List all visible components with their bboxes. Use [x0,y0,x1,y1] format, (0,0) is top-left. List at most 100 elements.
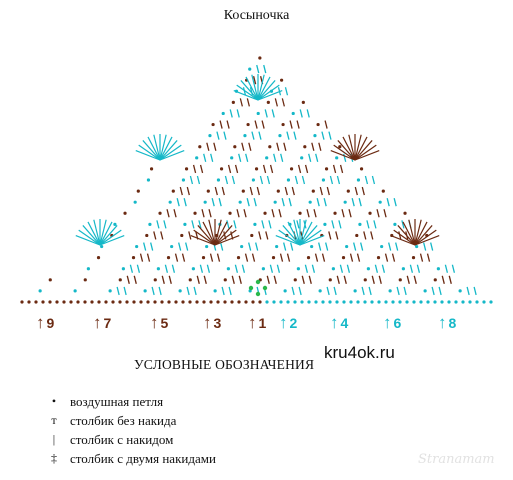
chain-stitch [216,178,221,182]
chain-stitch [384,300,388,304]
chain-stitch [368,211,372,215]
double-crochet-stitch [282,225,301,246]
double-crochet-stitch [186,186,190,196]
double-crochet-stitch [159,134,167,161]
double-crochet-stitch [259,175,264,185]
chain-stitch [341,256,346,260]
chain-stitch [331,267,335,271]
double-crochet-stitch [361,186,365,196]
double-crochet-stitch [150,242,154,251]
chain-stitch [170,244,174,249]
chain-stitch [458,289,462,293]
double-crochet-stitch [348,134,356,161]
double-crochet-stitch [354,186,358,196]
double-crochet-stitch [153,231,157,240]
double-crochet-stitch [354,144,377,161]
double-crochet-stitch [409,264,414,273]
chain-stitch [293,300,297,304]
double-crochet-stitch [99,221,113,246]
double-crochet-stitch [370,231,374,240]
chain-stitch [398,278,402,282]
legend-item-treble-crochet: ‡ столбик с двумя накидами [38,449,216,468]
double-crochet-stitch [263,64,267,74]
chain-stitch [198,145,202,149]
chain-stitch [226,267,230,271]
double-crochet-stitch [371,275,375,284]
chain-stitch [188,278,192,282]
double-crochet-stitch [336,275,340,284]
double-crochet-stitch [328,231,332,240]
double-crochet-stitch [338,220,342,229]
chain-stitch [48,278,52,282]
double-crochet-stitch [201,209,205,218]
double-crochet-stitch [228,286,232,296]
double-crochet-stitch [408,219,416,246]
double-crochet-stitch [414,219,422,246]
chain-stitch [293,278,297,282]
double-crochet-stitch [171,264,176,273]
chain-stitch [401,267,405,271]
chain-stitch [321,300,325,304]
chain-stitch [223,278,227,282]
chain-stitch [108,289,112,293]
double-crochet-stitch [138,144,161,161]
double-crochet-stitch [414,225,433,246]
double-crochet-stitch [281,98,285,107]
chain-stitch [83,278,87,282]
chain-stitch [461,300,465,304]
chain-stitch [83,300,87,304]
chain-stitch [301,100,305,104]
double-crochet-stitch [174,253,179,262]
double-crochet-stitch [330,150,356,161]
chain-stitch [308,200,312,204]
row-label-4: ↑4 [330,313,349,332]
double-crochet-stitch [287,221,301,246]
chain-stitch [146,178,151,182]
chain-stitch [381,189,385,193]
double-crochet-stitch [196,275,200,284]
chain-stitch [256,111,260,116]
chain-stitch [489,300,493,304]
double-crochet-stitch [290,242,294,251]
double-crochet-stitch [179,186,183,196]
double-crochet-stitch [349,253,354,262]
chain-stitch [303,145,307,149]
double-crochet-stitch [233,90,259,101]
double-crochet-stitch [391,253,396,262]
double-crochet-stitch [197,225,216,246]
double-crochet-stitch [284,186,288,196]
chain-stitch [213,289,217,293]
chain-stitch [419,300,423,304]
chain-stitch [366,267,370,271]
chain-stitch [111,300,115,304]
chain-stitch [97,300,101,304]
chain-stitch [228,211,232,215]
chain-stitch [238,200,242,204]
double-crochet-stitch [216,131,220,140]
double-crochet-stitch [273,153,277,162]
double-crochet-stitch [258,131,262,140]
double-crochet-stitch [384,253,389,262]
chain-stitch [206,189,210,193]
chain-stitch [393,222,397,226]
double-crochet-stitch [199,264,204,273]
chain-stitch [132,300,136,304]
chain-stitch [363,278,367,282]
chain-stitch [139,300,143,304]
double-crochet-stitch [223,131,227,140]
double-crochet-stitch [93,219,101,246]
double-crochet-stitch [129,264,134,273]
double-crochet-stitch [99,219,107,246]
chain-stitch [251,178,256,182]
chain-stitch [265,156,269,160]
chain-stitch [278,134,282,138]
double-crochet-stitch [271,209,275,218]
chain-stitch [62,300,66,304]
double-crochet-stitch [78,229,101,246]
double-crochet-stitch [262,164,267,174]
chain-stitch [237,300,241,304]
double-crochet-stitch [342,136,356,161]
double-crochet-stitch [337,140,356,161]
chain-stitch [202,300,206,304]
double-crochet-stitch [276,142,280,151]
